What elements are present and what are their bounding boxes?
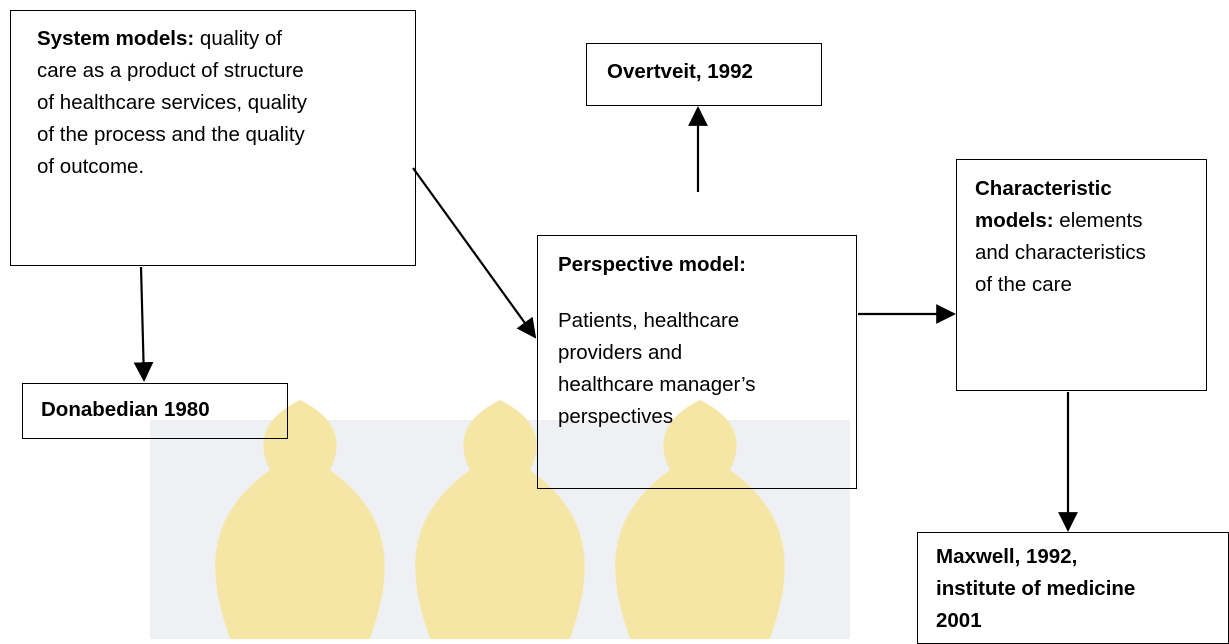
maxwell-line-2: institute of medicine [936,577,1136,600]
system-models-heading: System models: [37,27,195,50]
perspective-model-text: Patients, healthcare providers and healt… [558,305,842,433]
system-models-line-3: of healthcare services, quality [37,91,308,114]
perspective-model-heading: Perspective model: [558,253,746,276]
arrow-system-to-perspective [412,167,537,339]
watermark-leaves [215,400,785,639]
watermark-leaf-2 [415,400,585,639]
perspective-model-box: Perspective model: Patients, healthcare … [537,235,857,489]
maxwell-box: Maxwell, 1992, institute of medicine 200… [917,532,1229,644]
characteristic-line-2: and characteristics [975,241,1146,264]
maxwell-line-1: Maxwell, 1992, [936,545,1078,568]
perspective-gap [558,281,842,305]
perspective-line-3: healthcare manager’s [558,373,756,396]
system-models-line-5: of outcome. [37,155,145,178]
overtveit-box: Overtveit, 1992 [586,43,822,106]
system-models-text: System models: quality of care as a prod… [37,23,401,183]
overtveit-heading: Overtveit, 1992 [607,60,753,83]
arrow-system-to-donabedian [133,266,154,382]
system-models-line-1: quality of [194,27,282,50]
perspective-line-1: Patients, healthcare [558,309,740,332]
characteristic-models-text: Characteristic models: elements and char… [975,173,1198,301]
system-models-box: System models: quality of care as a prod… [10,10,416,266]
characteristic-models-box: Characteristic models: elements and char… [956,159,1207,391]
characteristic-line-3: of the care [975,273,1072,296]
perspective-line-4: perspectives [558,405,674,428]
maxwell-line-3: 2001 [936,609,982,632]
watermark-leaf-3 [615,400,785,639]
watermark-leaf-1 [215,400,385,639]
characteristic-line-1: elements [1053,209,1143,232]
system-models-line-2: care as a product of structure [37,59,304,82]
maxwell-text: Maxwell, 1992, institute of medicine 200… [936,541,1220,637]
donabedian-heading: Donabedian 1980 [41,398,210,421]
donabedian-box: Donabedian 1980 [22,383,288,439]
characteristic-heading-line-1: Characteristic [975,177,1112,200]
characteristic-heading-line-2: models: [975,209,1054,232]
system-models-line-4: of the process and the quality [37,123,305,146]
perspective-line-2: providers and [558,341,683,364]
